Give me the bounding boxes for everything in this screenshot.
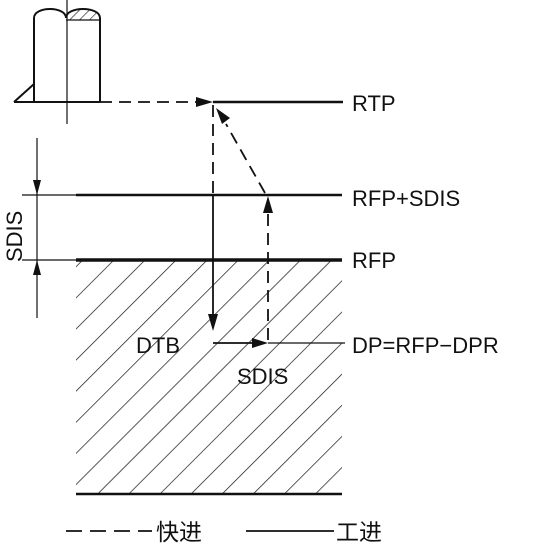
rtp-label: RTP <box>352 91 396 116</box>
rfp-sdis-label: RFP+SDIS <box>352 186 460 211</box>
legend-feed-label: 工进 <box>336 520 382 546</box>
tool-body <box>33 8 101 102</box>
rapid-return-line <box>225 123 266 194</box>
sdis-arrow-down <box>33 180 41 195</box>
sdis-arrow-up <box>33 260 41 275</box>
legend: 快进 工进 <box>66 520 382 546</box>
dp-label: DP=RFP−DPR <box>352 333 499 358</box>
sdis-bottom-label: SDIS <box>237 364 288 389</box>
tool-path <box>100 97 273 348</box>
sdis-dimension <box>22 138 76 318</box>
rapid-up-arrow <box>263 196 273 213</box>
feed-down-arrow <box>208 314 218 331</box>
rfp-label: RFP <box>352 248 396 273</box>
rapid-return-arrow <box>216 108 230 124</box>
dtb-label: DTB <box>136 333 180 358</box>
tool-tip-left <box>13 83 35 103</box>
sdis-side-label: SDIS <box>2 211 27 262</box>
workpiece-hatch <box>76 261 342 494</box>
feed-right-arrow <box>252 338 268 348</box>
drill-tool <box>13 0 101 124</box>
legend-rapid-label: 快进 <box>156 520 202 546</box>
rapid-approach-arrow <box>196 97 213 107</box>
tool-cap-hatch <box>66 9 100 20</box>
